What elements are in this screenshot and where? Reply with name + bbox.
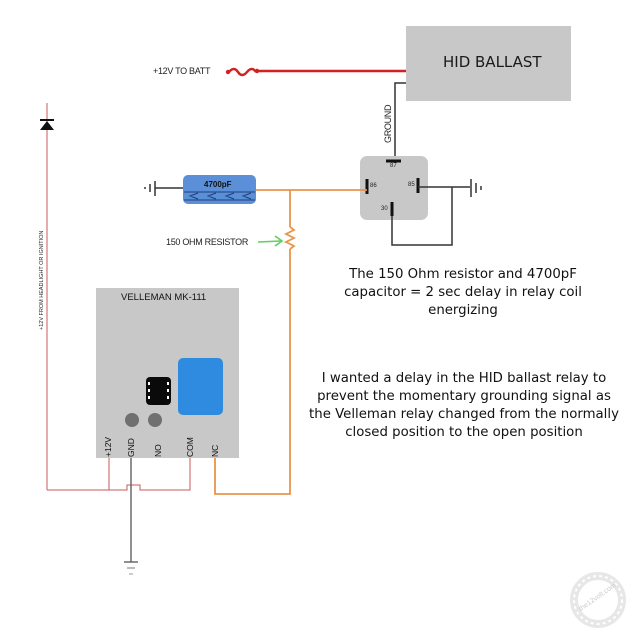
resistor-zigzag-icon xyxy=(283,226,297,250)
ground-symbol-module xyxy=(124,561,138,575)
12v-to-com-wire xyxy=(109,458,191,491)
terminal-12v-label: +12V xyxy=(103,436,113,457)
resistor-to-nc-wire xyxy=(214,249,291,495)
diode-icon xyxy=(40,119,54,130)
module-led-2 xyxy=(148,413,162,427)
reason-note: I wanted a delay in the HID ballast rela… xyxy=(309,371,619,440)
ignition-label: +12V FROM HEADLIGHT OR IGNITION xyxy=(39,230,45,330)
terminal-gnd-label: GND xyxy=(126,438,136,457)
hid-ballast-box xyxy=(406,26,571,101)
battery-label: +12V TO BATT xyxy=(153,66,211,76)
relay-30-jumper-wire xyxy=(391,187,453,246)
fuse-terminal-left xyxy=(225,69,231,75)
ground-symbol-relay xyxy=(470,179,482,197)
terminal-no-label: NO xyxy=(153,444,163,457)
fuse-icon xyxy=(228,67,258,77)
capacitor-label: 4700pF xyxy=(204,180,232,189)
terminal-com-label: COM xyxy=(185,437,195,457)
delay-note: The 150 Ohm resistor and 4700pF capacito… xyxy=(344,267,582,318)
capacitor-body xyxy=(183,175,256,204)
module-led-1 xyxy=(125,413,139,427)
ground-label: GROUND xyxy=(383,104,393,143)
relay-pin-86-label: 86 xyxy=(370,183,377,189)
watermark-logo xyxy=(570,572,626,628)
relay-pin-87-label: 87 xyxy=(390,163,397,169)
green-arrow-icon xyxy=(257,235,284,247)
relay-pin-30-label: 30 xyxy=(381,206,388,212)
ballast-ground-wire xyxy=(394,82,406,160)
relay-pin-85-label: 85 xyxy=(408,182,415,188)
ground-symbol-capacitor xyxy=(144,181,156,196)
resistor-label: 150 OHM RESISTOR xyxy=(166,237,249,247)
hid-ballast-label: HID BALLAST xyxy=(443,53,542,71)
capacitor-pattern xyxy=(188,192,252,200)
terminal-nc-label: NC xyxy=(210,444,220,457)
module-chip-icon xyxy=(146,377,171,405)
ignition-to-12v-wire xyxy=(47,458,110,491)
module-title: VELLEMAN MK-111 xyxy=(121,292,207,303)
module-relay-icon xyxy=(178,358,223,415)
relay-box xyxy=(360,156,428,220)
